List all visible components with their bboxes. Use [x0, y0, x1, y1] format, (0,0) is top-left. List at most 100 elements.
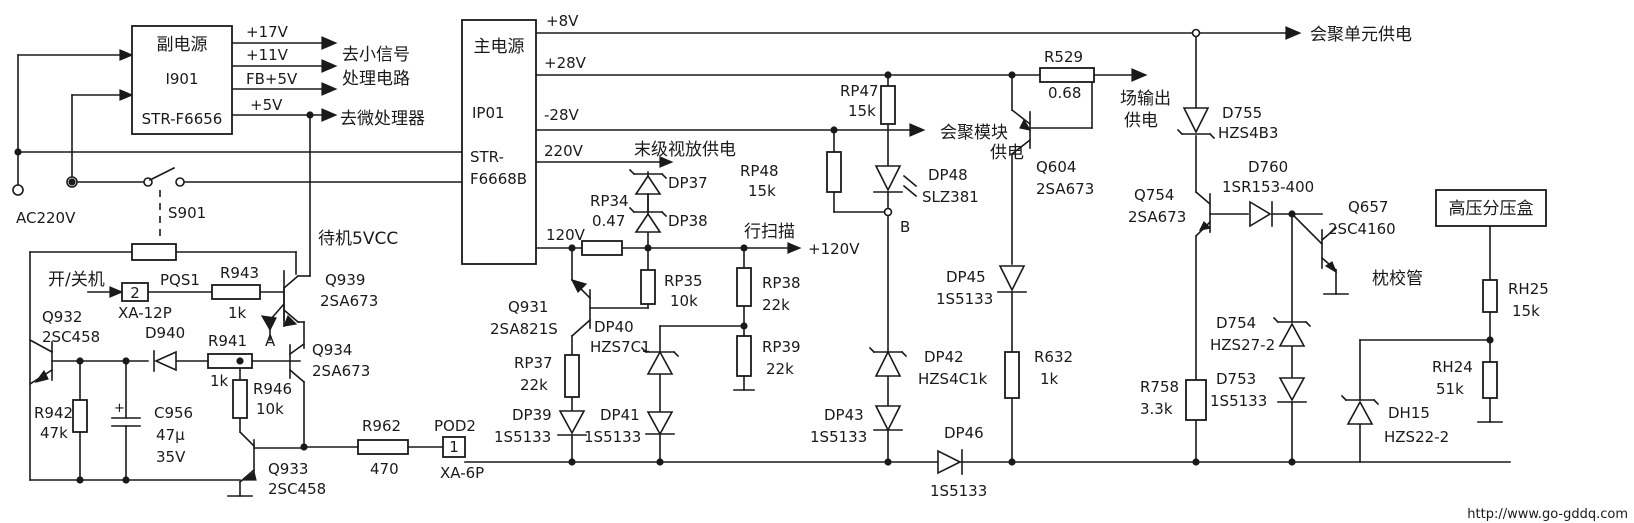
d754-ref: D754	[1216, 314, 1256, 332]
pqs1-pin: 2	[130, 284, 140, 302]
q939-type: 2SA673	[320, 292, 378, 310]
resistor-r942	[72, 399, 88, 433]
rp34-ref: RP34	[590, 192, 629, 210]
website-watermark: http://www.go-gddq.com	[1467, 507, 1628, 522]
ac-terminal-a	[12, 184, 24, 196]
resistor-rp37	[564, 354, 580, 398]
d755-ref: D755	[1222, 104, 1262, 122]
junction	[568, 458, 576, 466]
junction	[830, 126, 838, 134]
diode-dp48	[873, 165, 918, 198]
r943-val: 1k	[228, 304, 247, 322]
dp39-ref: DP39	[512, 406, 552, 424]
rail-11v: +11V	[246, 46, 289, 64]
dp45-ref: DP45	[946, 268, 986, 286]
q934-ref: Q934	[312, 341, 352, 359]
junction	[644, 244, 652, 252]
power-label: 开/关机	[48, 270, 105, 290]
resistor-rp35	[640, 269, 656, 305]
resistor-r632	[1004, 351, 1020, 399]
junction	[1008, 71, 1016, 79]
dp46-type: 1S5133	[930, 482, 987, 500]
main-power-block	[461, 19, 537, 265]
dp38-ref: DP38	[668, 212, 708, 230]
aux-power-block	[131, 25, 233, 135]
connector-pod2	[442, 436, 466, 458]
rh25-ref: RH25	[1508, 280, 1549, 298]
pod2-type: XA-6P	[440, 464, 484, 482]
dp39-type: 1S5133	[494, 428, 551, 446]
r529-val: 0.68	[1048, 84, 1081, 102]
junction	[122, 476, 130, 484]
diode-dp45	[997, 265, 1027, 293]
pod2-label: POD2	[434, 417, 476, 435]
r758-ref: R758	[1140, 378, 1179, 396]
rail-120v: 120V	[546, 226, 586, 244]
switch-label: S901	[168, 204, 206, 222]
rail-fb5v: FB+5V	[246, 70, 298, 88]
dest-small-signal-2: 处理电路	[342, 69, 410, 89]
dest-convergence-unit: 会聚单元供电	[1310, 25, 1412, 45]
dp43-ref: DP43	[824, 406, 864, 424]
dest-video-output: 末级视放供电	[634, 140, 736, 160]
d755-type: HZS4B3	[1218, 124, 1278, 142]
q604-ref: Q604	[1036, 158, 1076, 176]
rail-neg28v: -28V	[544, 106, 579, 124]
rail-17v: +17V	[246, 23, 289, 41]
pod2-pin: 1	[449, 438, 459, 456]
dp37-ref: DP37	[668, 174, 708, 192]
junction	[884, 71, 892, 79]
resistor-rp38	[736, 267, 752, 307]
r758-val: 3.3k	[1140, 400, 1173, 418]
q939-ref: Q939	[325, 271, 365, 289]
svg-text:+: +	[114, 401, 125, 416]
rail-8v: +8V	[546, 12, 579, 30]
node-a-dot	[236, 357, 244, 365]
junction	[1288, 458, 1296, 466]
rp35-ref: RP35	[664, 272, 703, 290]
q933-type: 2SC458	[268, 480, 326, 498]
junction	[1008, 458, 1016, 466]
junction	[740, 322, 748, 330]
rh24-val: 51k	[1436, 380, 1464, 398]
q932-ref: Q932	[42, 308, 82, 326]
r941-val: 1k	[210, 372, 229, 390]
q931-type: 2SA821S	[490, 320, 558, 338]
pqs1-type: XA-12P	[118, 304, 172, 322]
r943-ref: R943	[220, 264, 259, 282]
r529-ref: R529	[1044, 48, 1083, 66]
rp37-ref: RP37	[514, 354, 553, 372]
dest-field-output-2: 供电	[1124, 111, 1158, 131]
resistor-rh25	[1482, 279, 1498, 313]
junction	[1191, 28, 1201, 38]
relay-coil	[131, 243, 177, 261]
d754-type: HZS27-2	[1210, 336, 1275, 354]
node-b-dot	[883, 207, 893, 217]
arrows-left	[34, 36, 338, 481]
resistor-rp47	[880, 85, 896, 125]
ac-label: AC220V	[16, 209, 76, 227]
d753-ref: D753	[1216, 370, 1256, 388]
junction	[76, 476, 84, 484]
dh15-type: HZS22-2	[1384, 428, 1449, 446]
dest-field-output-1: 场输出	[1120, 89, 1171, 109]
junction	[14, 148, 22, 156]
wires-right	[1194, 32, 1503, 463]
dest-convergence-module-1: 会聚模块	[940, 123, 1008, 143]
c956-ref: C956	[154, 404, 193, 422]
resistor-rp39	[736, 335, 752, 377]
r632-ref: R632	[1034, 348, 1073, 366]
q754-ref: Q754	[1134, 186, 1174, 204]
resistor-r946	[232, 379, 248, 419]
diode-d760	[1249, 200, 1273, 228]
aux-psu-ic: I901	[165, 70, 198, 88]
q657-type: 2SC4160	[1328, 220, 1396, 238]
q931-ref: Q931	[508, 298, 548, 316]
junction	[1288, 210, 1296, 218]
switch-contact-right	[175, 177, 185, 187]
dp48-type: SLZ381	[922, 188, 979, 206]
r962-val: 470	[370, 460, 399, 478]
junction	[1486, 336, 1494, 344]
dp43-type: 1S5133	[810, 428, 867, 446]
diode-dp43	[873, 405, 903, 432]
